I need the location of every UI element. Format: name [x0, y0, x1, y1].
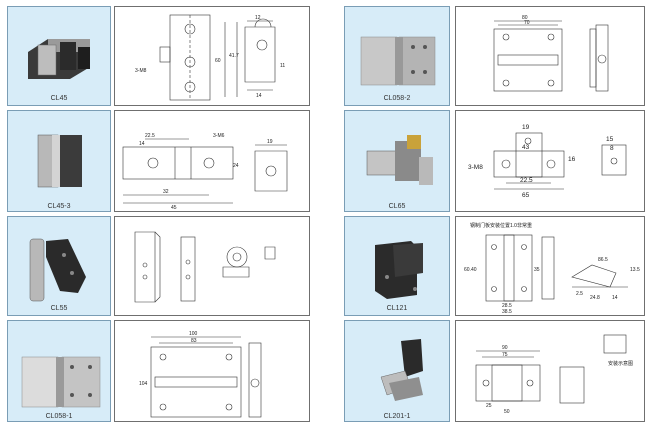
- product-photo-cl058-2: CL058-2: [344, 6, 450, 106]
- dim-f: 13.5: [630, 267, 640, 273]
- drawing-cl058-2: 80 70: [455, 6, 645, 106]
- technical-drawing: [134, 231, 276, 303]
- dim-f: 65: [522, 192, 530, 199]
- dim-a: 80: [522, 15, 528, 21]
- product-model-label: CL121: [386, 305, 408, 312]
- product-photo-cl65: CL65: [344, 110, 450, 212]
- dim-d: 24: [233, 163, 239, 169]
- dim-b: 35: [534, 267, 540, 273]
- dim-g: 15: [606, 136, 614, 143]
- dim-c: 41.7: [229, 53, 239, 59]
- dim-f: 45: [171, 205, 177, 211]
- product-photo-cl121: CL121: [344, 216, 450, 316]
- dim-c: 104: [139, 381, 148, 387]
- product-photo-cl058-1: CL058-1: [7, 320, 111, 422]
- hinge-image: [380, 339, 423, 401]
- hinge-image: [360, 36, 436, 86]
- product-model-label: CL45-3: [47, 203, 71, 210]
- hinge-image: [366, 135, 433, 185]
- dim-f: 11: [280, 63, 285, 69]
- dim-e: 86.5: [598, 257, 608, 263]
- hinge-image: [28, 39, 90, 79]
- product-model-label: CL45: [50, 95, 68, 102]
- dim-e: 22.5: [520, 177, 533, 184]
- product-model-label: CL058-1: [45, 413, 73, 420]
- drawing-cl058-1: 100 83 104: [114, 320, 310, 422]
- drawing-cl45-3: 22.5 3-M6 14 24 32 45 19: [114, 110, 310, 212]
- product-model-label: CL55: [50, 305, 68, 312]
- dim-c: 50: [504, 409, 510, 415]
- hinge-image: [375, 241, 423, 299]
- dim-e: 32: [163, 189, 169, 195]
- technical-drawing: 钢制门板安装位置1.0非常重 60.40 35 28.5 38.5 86.5 1…: [464, 222, 640, 315]
- dim-a: 100: [189, 331, 198, 337]
- dim-c: 28.5: [502, 303, 512, 309]
- dim-d: 3-M8: [468, 164, 483, 171]
- dim-h: 8: [610, 145, 614, 152]
- hinge-image: [37, 134, 82, 188]
- product-model-label: CL201-1: [383, 413, 411, 420]
- dim-a: 19: [522, 124, 530, 131]
- hinge-image: [29, 238, 86, 302]
- hinge-image: [21, 356, 101, 408]
- drawing-cl121: 钢制门板安装位置1.0非常重 60.40 35 28.5 38.5 86.5 1…: [455, 216, 645, 316]
- dim-g: 2.5: [576, 291, 583, 297]
- technical-drawing: 3-M8 60 41.7 12 14 11: [135, 14, 285, 101]
- product-photo-cl55: CL55: [7, 216, 111, 316]
- technical-drawing: 19 43 16 3-M8 22.5 65 15 8: [468, 124, 627, 199]
- dim-i: 14: [612, 295, 618, 301]
- dim-b: 83: [191, 338, 197, 344]
- product-photo-cl45: CL45: [7, 6, 111, 106]
- dim-d: 38.5: [502, 309, 512, 315]
- dim-d: 25: [486, 403, 492, 409]
- product-model-label: CL65: [388, 203, 406, 210]
- dim-c: 16: [568, 156, 576, 163]
- dim-a: 22.5: [145, 133, 155, 139]
- dim-b: 75: [502, 352, 508, 358]
- dim-a: 60.40: [464, 267, 477, 273]
- dim-b: 43: [522, 144, 530, 151]
- dim-d: 12: [255, 15, 261, 21]
- dim-b: 3-M6: [213, 133, 225, 139]
- dim-note: 安装示意图: [608, 360, 633, 367]
- product-photo-cl45-3: CL45-3: [7, 110, 111, 212]
- technical-drawing: 100 83 104: [139, 331, 262, 418]
- dim-e: 14: [256, 93, 262, 99]
- dim-b: 60: [215, 58, 221, 64]
- technical-drawing: 90 75 50 25 安装示意图: [475, 334, 633, 415]
- dim-a: 90: [502, 345, 508, 351]
- drawing-cl55: [114, 216, 310, 316]
- product-model-label: CL058-2: [383, 95, 411, 102]
- technical-drawing: 80 70: [493, 15, 609, 92]
- dim-g: 19: [267, 139, 273, 145]
- technical-drawing: 22.5 3-M6 14 24 32 45 19: [122, 133, 288, 211]
- dim-c: 14: [139, 141, 145, 147]
- drawing-cl45: 3-M8 60 41.7 12 14 11: [114, 6, 310, 106]
- dim-h: 24.8: [590, 295, 600, 301]
- dim-note: 钢制门板安装位置1.0非常重: [470, 222, 532, 229]
- drawing-cl65: 19 43 16 3-M8 22.5 65 15 8: [455, 110, 645, 212]
- dim-a: 3-M8: [135, 68, 147, 74]
- product-photo-cl201-1: CL201-1: [344, 320, 450, 422]
- drawing-cl201-1: 90 75 50 25 安装示意图: [455, 320, 645, 422]
- dim-b: 70: [524, 20, 530, 26]
